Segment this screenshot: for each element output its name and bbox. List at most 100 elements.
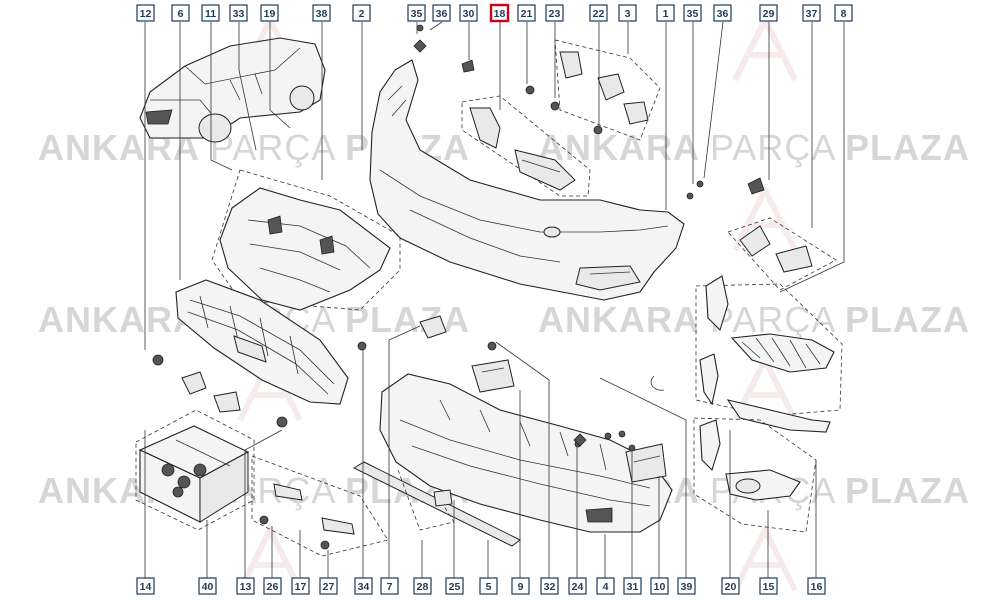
svg-text:24: 24 [572, 581, 584, 593]
svg-text:36: 36 [717, 8, 729, 20]
svg-text:14: 14 [140, 581, 152, 593]
svg-text:38: 38 [316, 8, 328, 20]
callouts-bottom: 14 40 13 26 17 27 34 7 28 25 5 9 32 24 4… [136, 577, 826, 595]
svg-text:17: 17 [295, 581, 307, 593]
callout-4[interactable]: 4 [596, 577, 615, 595]
watermark-word-3f: PLAZA [845, 470, 970, 511]
callout-34[interactable]: 34 [354, 577, 373, 595]
underbody-shield [379, 373, 673, 533]
top-clips [413, 24, 475, 73]
callout-32[interactable]: 32 [540, 577, 559, 595]
watermark-word-3c: PLAZA [345, 299, 470, 340]
callout-3[interactable]: 3 [618, 4, 637, 22]
watermark-word-2: PARÇA [210, 127, 336, 168]
watermark-word-1c: ANKARA [38, 299, 200, 340]
callout-36b[interactable]: 36 [713, 4, 732, 22]
lower-clip-group [251, 455, 389, 557]
callout-7[interactable]: 7 [380, 577, 399, 595]
callout-5[interactable]: 5 [479, 577, 498, 595]
svg-text:20: 20 [725, 581, 737, 593]
svg-text:13: 13 [240, 581, 252, 593]
callout-1[interactable]: 1 [656, 4, 675, 22]
callout-19[interactable]: 19 [260, 4, 279, 22]
logo-mark [732, 13, 798, 82]
svg-text:16: 16 [811, 581, 823, 593]
callout-39[interactable]: 39 [677, 577, 696, 595]
callout-18-highlighted[interactable]: 18 [489, 3, 510, 23]
callout-2[interactable]: 2 [352, 4, 371, 22]
watermark-row-top: ANKARA PARÇA PLAZA ANKARA PARÇA PLAZA [38, 127, 970, 168]
svg-text:5: 5 [486, 581, 492, 593]
svg-text:35: 35 [411, 8, 423, 20]
svg-text:40: 40 [202, 581, 214, 593]
callouts-top: 12 6 11 33 19 38 2 35 36 30 18 21 23 22 … [136, 3, 853, 23]
callout-20[interactable]: 20 [721, 577, 740, 595]
callout-35[interactable]: 35 [407, 4, 426, 22]
callout-38[interactable]: 38 [312, 4, 331, 22]
callout-22[interactable]: 22 [589, 4, 608, 22]
watermark-word-1b: ANKARA [538, 127, 700, 168]
callout-29[interactable]: 29 [759, 4, 778, 22]
svg-text:25: 25 [449, 581, 461, 593]
svg-text:21: 21 [521, 8, 533, 20]
callout-10[interactable]: 10 [650, 577, 669, 595]
callout-25[interactable]: 25 [445, 577, 464, 595]
callout-13[interactable]: 13 [236, 577, 255, 595]
svg-text:4: 4 [603, 581, 609, 593]
logo-mark [732, 523, 798, 592]
svg-text:8: 8 [841, 8, 847, 20]
callout-11[interactable]: 11 [201, 4, 220, 22]
callout-26[interactable]: 26 [263, 577, 282, 595]
grille-support-frame [211, 169, 401, 311]
callout-28[interactable]: 28 [413, 577, 432, 595]
clip-box [135, 409, 255, 531]
callout-8[interactable]: 8 [834, 4, 853, 22]
callout-21[interactable]: 21 [517, 4, 536, 22]
svg-text:34: 34 [358, 581, 370, 593]
svg-text:31: 31 [627, 581, 639, 593]
right-side-parts [650, 177, 843, 533]
callout-16[interactable]: 16 [807, 577, 826, 595]
callout-6[interactable]: 6 [171, 4, 190, 22]
svg-text:7: 7 [387, 581, 393, 593]
callout-40[interactable]: 40 [198, 577, 217, 595]
svg-text:23: 23 [549, 8, 561, 20]
car-illustration [139, 37, 326, 143]
svg-text:39: 39 [681, 581, 693, 593]
center-bracket [471, 341, 515, 393]
svg-text:30: 30 [463, 8, 475, 20]
svg-text:29: 29 [763, 8, 775, 20]
logo-mark [732, 183, 798, 252]
watermark-word-2d: PARÇA [710, 299, 836, 340]
svg-text:9: 9 [518, 581, 524, 593]
svg-text:27: 27 [323, 581, 335, 593]
callout-23[interactable]: 23 [545, 4, 564, 22]
svg-text:3: 3 [625, 8, 631, 20]
callout-14[interactable]: 14 [136, 577, 155, 595]
svg-text:12: 12 [140, 8, 152, 20]
callout-36[interactable]: 36 [432, 4, 451, 22]
grille-clips [152, 315, 447, 428]
callout-37[interactable]: 37 [802, 4, 821, 22]
svg-text:6: 6 [178, 8, 184, 20]
lower-clips [573, 433, 636, 452]
svg-text:37: 37 [806, 8, 818, 20]
lower-grille [175, 279, 349, 405]
callout-31[interactable]: 31 [623, 577, 642, 595]
svg-text:26: 26 [267, 581, 279, 593]
callout-33[interactable]: 33 [229, 4, 248, 22]
leader-lines [144, 21, 845, 578]
svg-text:36: 36 [436, 8, 448, 20]
svg-text:32: 32 [544, 581, 556, 593]
callout-35b[interactable]: 35 [683, 4, 702, 22]
watermark-word-3b: PLAZA [845, 127, 970, 168]
front-bumper [369, 59, 685, 301]
callout-30[interactable]: 30 [459, 4, 478, 22]
callout-24[interactable]: 24 [568, 577, 587, 595]
callout-27[interactable]: 27 [319, 577, 338, 595]
callout-17[interactable]: 17 [291, 577, 310, 595]
callout-9[interactable]: 9 [511, 577, 530, 595]
callout-12[interactable]: 12 [136, 4, 155, 22]
callout-15[interactable]: 15 [759, 577, 778, 595]
